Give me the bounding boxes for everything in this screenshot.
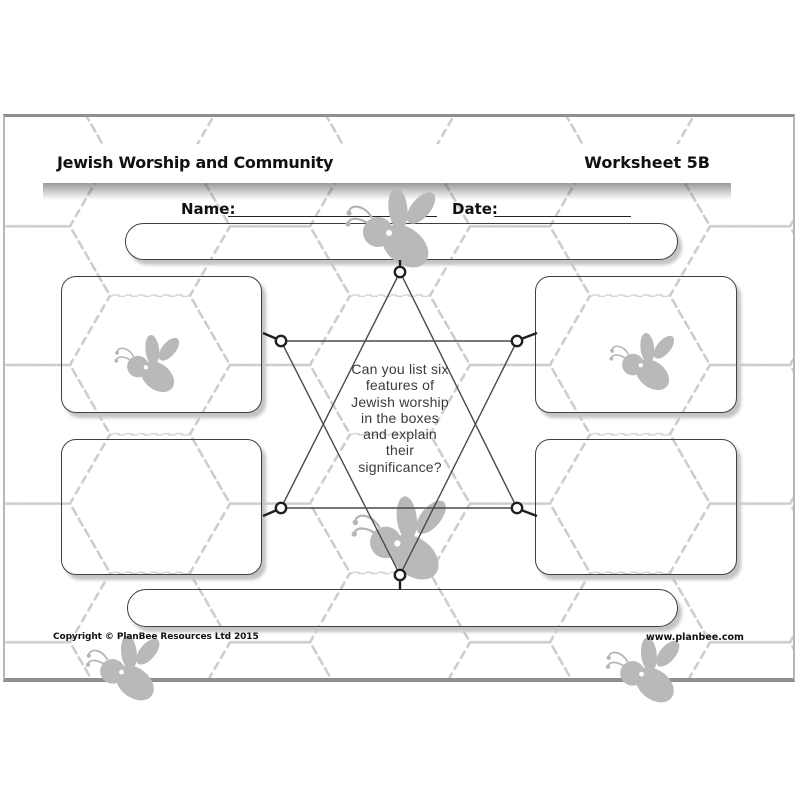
- copyright-text: Copyright © PlanBee Resources Ltd 2015: [53, 632, 259, 642]
- answer-box-bottom-left[interactable]: [61, 439, 262, 575]
- header-banner: Jewish Worship and Community Worksheet 5…: [40, 144, 731, 200]
- prompt-line: significance?: [358, 458, 442, 475]
- answer-strip-bottom[interactable]: [127, 589, 678, 627]
- prompt-line: Jewish worship: [351, 393, 449, 410]
- prompt-line: features of: [365, 377, 435, 394]
- answer-box-bottom-right[interactable]: [535, 439, 737, 575]
- prompt-line: and explain: [363, 426, 437, 443]
- date-label: Date:: [452, 200, 498, 218]
- name-input-line[interactable]: [228, 216, 437, 217]
- answer-box-top-right[interactable]: [535, 276, 737, 413]
- date-input-line[interactable]: [494, 216, 631, 217]
- page-title: Jewish Worship and Community: [57, 153, 334, 172]
- worksheet-number: Worksheet 5B: [584, 153, 710, 172]
- name-label: Name:: [181, 200, 236, 218]
- answer-strip-top[interactable]: [125, 223, 678, 260]
- website-link: www.planbee.com: [646, 632, 744, 643]
- answer-box-top-left[interactable]: [61, 276, 262, 413]
- prompt-line: Can you list six: [351, 361, 449, 377]
- prompt-line: their: [385, 442, 415, 459]
- prompt-line: in the boxes: [361, 409, 439, 426]
